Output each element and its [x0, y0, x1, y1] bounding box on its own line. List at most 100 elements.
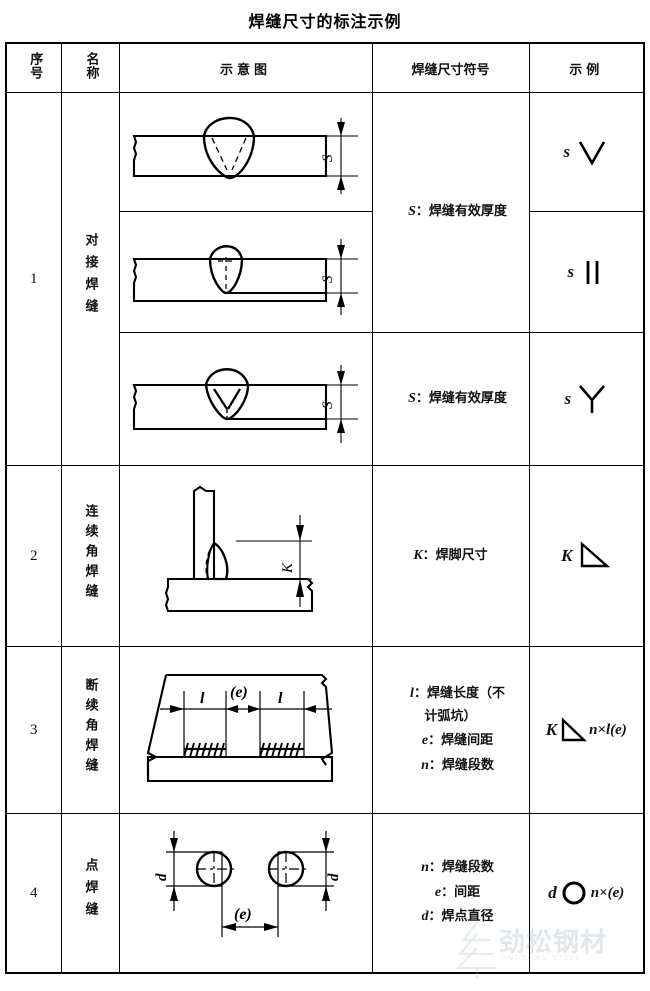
v-groove-butt-weld-diagram: S — [132, 116, 358, 194]
symbol-definition-cont: 计弧坑） — [424, 709, 477, 725]
figure-cell: S — [118, 332, 373, 466]
svg-text:K: K — [280, 562, 296, 574]
weld-size-spec-table: 序号 名称 示意图 焊缝尺寸符号 示例 1 — [5, 42, 645, 974]
symbol-variable: n — [421, 860, 429, 876]
svg-text:S: S — [320, 154, 336, 162]
symbol-cell: S：焊缝有效厚度 — [371, 332, 530, 466]
intermittent-fillet-weld-diagram: l (e) l — [146, 673, 333, 782]
header-label-symbol: 焊缝尺寸符号 — [411, 62, 490, 78]
symbol-definition: n：焊缝段数 — [373, 754, 529, 779]
row-name-cell: 点焊缝 — [60, 813, 120, 974]
symbol-description: ：焊缝段数 — [428, 757, 494, 773]
svg-text:S: S — [320, 401, 336, 409]
row-name-label: 点焊缝 — [82, 857, 98, 924]
symbol-description: ：焊点直径 — [428, 909, 494, 925]
header-cell-figure: 示意图 — [118, 42, 373, 93]
row-number: 2 — [5, 465, 62, 647]
example-cell: s — [528, 92, 645, 212]
figure-cell: d d (e) — [118, 813, 373, 974]
figure-cell: l (e) l — [118, 646, 373, 814]
table-header-row: 序号 名称 示意图 焊缝尺寸符号 示例 — [5, 42, 645, 93]
symbol-definition: K：焊脚尺寸 — [373, 544, 529, 569]
svg-text:d: d — [326, 873, 342, 881]
header-label-name: 名称 — [83, 52, 99, 80]
row-name-label: 断续角焊缝 — [82, 677, 98, 778]
row-number: 3 — [5, 646, 62, 814]
table-row: 3 断续角焊缝 — [5, 646, 645, 814]
figure-cell: S — [118, 92, 373, 212]
symbol-variable: l — [410, 685, 414, 701]
table-row: 2 连续角焊缝 — [5, 465, 645, 647]
symbol-definition: l：焊缝长度（不 — [373, 682, 529, 707]
figure-cell: S — [118, 211, 373, 333]
symbol-description: ：间距 — [441, 884, 481, 900]
example-cell: K n×l(e) — [528, 646, 645, 814]
example-cell: s — [528, 211, 645, 333]
symbol-description: ：焊缝有效厚度 — [415, 204, 507, 220]
example-variable: K — [561, 546, 573, 565]
svg-text:(e): (e) — [230, 684, 248, 701]
symbol-variable: e — [421, 733, 429, 749]
example-variable: s — [564, 389, 572, 408]
header-cell-symbol: 焊缝尺寸符号 — [371, 42, 530, 93]
symbol-definition: d：焊点直径 — [373, 905, 529, 930]
symbol-cell: S：焊缝有效厚度 — [371, 92, 530, 333]
row-number: 4 — [5, 813, 62, 974]
spot-circle-symbol-icon — [562, 881, 586, 905]
example-cell: K — [528, 465, 645, 647]
svg-text:l: l — [200, 690, 205, 707]
symbol-definition: e：焊缝间距 — [373, 729, 529, 754]
symbol-definition: S：焊缝有效厚度 — [373, 387, 529, 412]
header-label-example: 示例 — [569, 62, 604, 78]
symbol-definition: S：焊缝有效厚度 — [373, 200, 529, 225]
symbol-definition: e：间距 — [373, 881, 529, 906]
row-name-label: 对接焊缝 — [82, 232, 98, 321]
y-groove-symbol-icon — [579, 385, 606, 413]
square-groove-butt-weld-diagram: S — [132, 239, 358, 315]
header-cell-no: 序号 — [5, 42, 62, 93]
symbol-description: ：焊缝长度（不 — [413, 685, 505, 701]
symbol-variable: n — [421, 757, 429, 773]
table-row: S S：焊缝有效厚度 s — [6, 332, 645, 466]
symbol-description: ：焊脚尺寸 — [422, 547, 488, 563]
continuous-fillet-weld-diagram: K — [164, 485, 313, 613]
example-annotation: n×l(e) — [589, 721, 627, 738]
svg-text:(e): (e) — [234, 906, 252, 923]
row-name-cell: 对接焊缝 — [60, 92, 120, 466]
row-name-label: 连续角焊缝 — [82, 503, 98, 604]
example-cell: d n×(e) — [528, 813, 645, 974]
row-name-cell: 连续角焊缝 — [60, 465, 120, 647]
symbol-description: ：焊缝段数 — [428, 860, 494, 876]
symbol-variable: S — [408, 204, 416, 220]
example-cell: s — [528, 332, 645, 466]
header-cell-name: 名称 — [60, 42, 120, 93]
example-annotation: n×(e) — [590, 884, 625, 901]
symbol-cell: n：焊缝段数 e：间距 d：焊点直径 — [371, 813, 530, 974]
square-groove-symbol-icon — [586, 261, 599, 284]
symbol-variable: d — [421, 909, 429, 925]
table-row: 4 点焊缝 — [5, 813, 645, 974]
example-variable: d — [548, 883, 557, 902]
symbol-cell: K：焊脚尺寸 — [371, 465, 530, 647]
y-groove-butt-weld-diagram: S — [132, 365, 358, 443]
symbol-definition: n：焊缝段数 — [373, 856, 529, 881]
symbol-cell: l：焊缝长度（不 计弧坑） e：焊缝间距 n：焊缝段数 — [371, 646, 530, 814]
header-label-no: 序号 — [27, 52, 43, 80]
table-row: 1 对接焊缝 — [5, 92, 645, 466]
header-label-figure: 示意图 — [219, 62, 271, 78]
spot-weld-diagram: d d (e) — [154, 831, 342, 937]
example-variable: s — [563, 142, 571, 161]
symbol-variable: S — [408, 390, 416, 406]
symbol-variable: e — [434, 884, 442, 900]
row-name-cell: 断续角焊缝 — [60, 646, 120, 814]
symbol-description: ：焊缝间距 — [428, 733, 494, 749]
symbol-description: ：焊缝有效厚度 — [415, 390, 507, 406]
svg-text:d: d — [154, 873, 170, 881]
v-groove-symbol-icon — [578, 141, 606, 166]
example-variable: K — [545, 720, 558, 739]
example-variable: s — [567, 262, 575, 281]
page-title: 焊缝尺寸的标注示例 — [248, 12, 402, 31]
figure-cell: K — [118, 465, 373, 647]
row-number: 1 — [5, 92, 62, 466]
